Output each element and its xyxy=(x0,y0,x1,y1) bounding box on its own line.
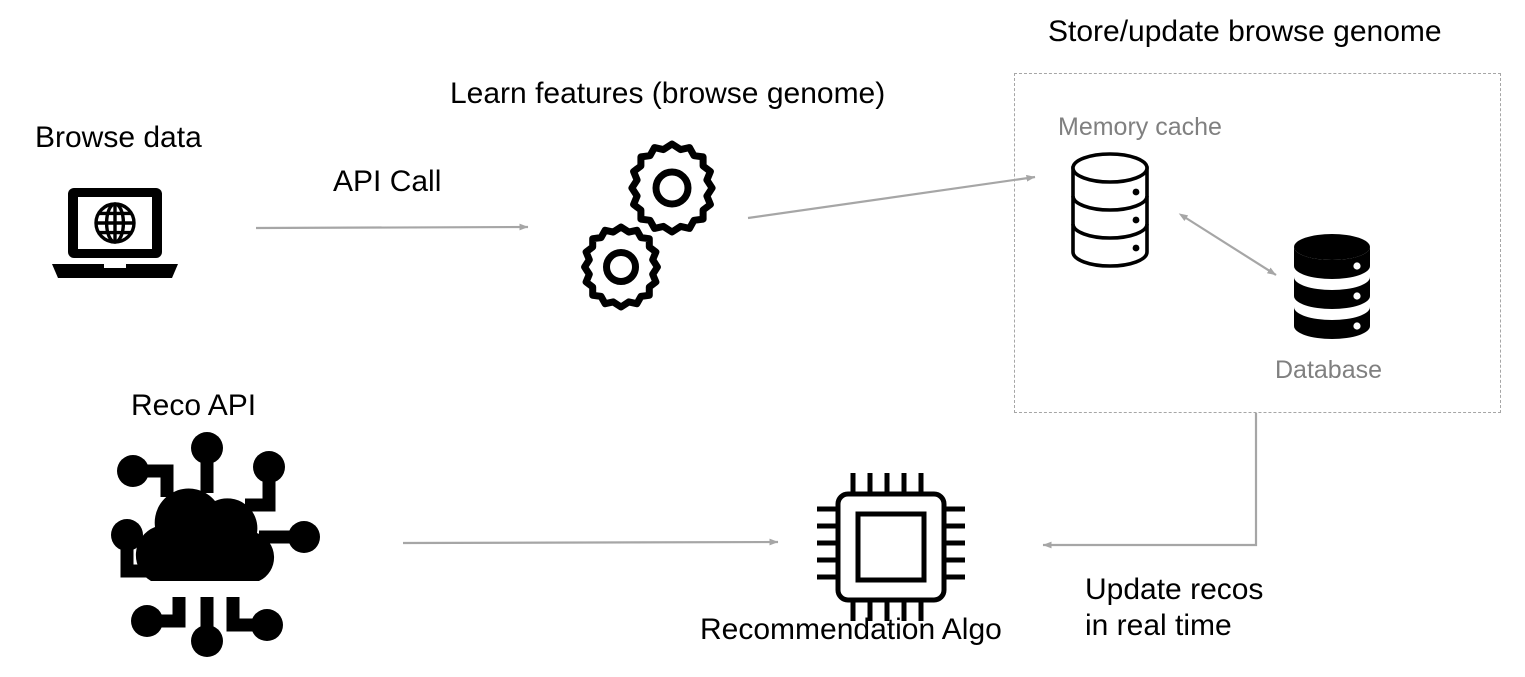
database-cylinder-outline-icon xyxy=(1071,152,1149,268)
connector-cache-database-sync xyxy=(1178,213,1277,276)
node-label-database: Database xyxy=(1275,356,1383,384)
section-title-learn-features: Learn features (browse genome) xyxy=(450,77,886,110)
connector-reco-to-algo xyxy=(402,538,779,546)
connector-api-call xyxy=(255,223,529,231)
update-recos-line-1: Update recos xyxy=(1085,573,1264,606)
database-cylinder-filled-icon xyxy=(1294,234,1370,339)
node-label-memory-cache: Memory cache xyxy=(1058,113,1222,141)
node-label-browse-data: Browse data xyxy=(35,121,202,154)
laptop-globe-icon xyxy=(52,188,178,278)
gears-icon xyxy=(581,140,716,311)
node-label-recommendation-algo: Recommendation Algo xyxy=(700,613,1002,646)
connector-update-recos xyxy=(1042,413,1258,549)
connector-gears-to-cache xyxy=(747,174,1036,220)
cloud-network-icon xyxy=(111,432,320,657)
connector-label-api-call: API Call xyxy=(333,165,442,198)
update-recos-line-2: in real time xyxy=(1085,609,1232,642)
cpu-chip-icon xyxy=(817,473,965,621)
group-title-store-update: Store/update browse genome xyxy=(1048,15,1442,48)
store-update-group-box xyxy=(1014,73,1501,413)
